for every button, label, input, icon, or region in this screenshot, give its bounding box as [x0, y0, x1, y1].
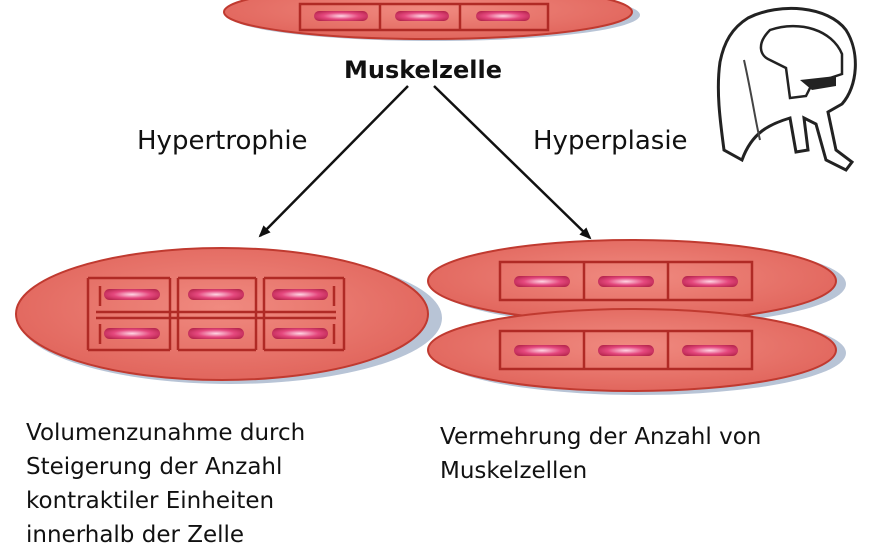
description-line: innerhalb der Zelle: [26, 522, 245, 548]
sarcomere-grid: [86, 276, 346, 352]
myofilament: [188, 289, 244, 300]
diagram-canvas: [15, 0, 857, 395]
description-line: Muskelzellen: [440, 458, 588, 484]
hypertrophied-muscle-cell: [15, 247, 442, 384]
sarcomere-row: [298, 2, 550, 32]
myofilament: [395, 11, 449, 21]
myofilament: [514, 345, 570, 356]
description-hypertrophy: Volumenzunahme durch Steigerung der Anza…: [26, 416, 406, 552]
myofilament: [514, 276, 570, 287]
muscle-cell-top: [223, 0, 640, 41]
myofilament: [188, 328, 244, 339]
myofilament: [682, 345, 738, 356]
arrow-to-hyperplasia: [433, 85, 592, 240]
arrow-to-hypertrophy: [258, 85, 409, 238]
myofilament: [476, 11, 530, 21]
myofilament: [104, 328, 160, 339]
myofilament: [104, 289, 160, 300]
myofilament: [272, 328, 328, 339]
description-line: Steigerung der Anzahl: [26, 454, 283, 480]
myofilament: [272, 289, 328, 300]
spartan-helmet-icon: [716, 6, 857, 172]
myofilament: [598, 345, 654, 356]
description-line: Vermehrung der Anzahl von: [440, 424, 762, 450]
branch-label-hypertrophy: Hypertrophie: [137, 126, 308, 156]
description-line: kontraktiler Einheiten: [26, 488, 275, 514]
diagram-title: Muskelzelle: [343, 56, 503, 84]
hyperplasia-muscle-cell-lower: [427, 308, 846, 395]
description-hyperplasia: Vermehrung der Anzahl von Muskelzellen: [440, 420, 840, 488]
branch-label-hyperplasia: Hyperplasie: [533, 126, 688, 156]
sarcomere-row: [498, 260, 754, 302]
hyperplasia-muscle-cell-upper: [427, 239, 846, 326]
myofilament: [682, 276, 738, 287]
sarcomere-row: [498, 329, 754, 371]
description-line: Volumenzunahme durch: [26, 420, 306, 446]
myofilament: [598, 276, 654, 287]
myofilament: [314, 11, 368, 21]
